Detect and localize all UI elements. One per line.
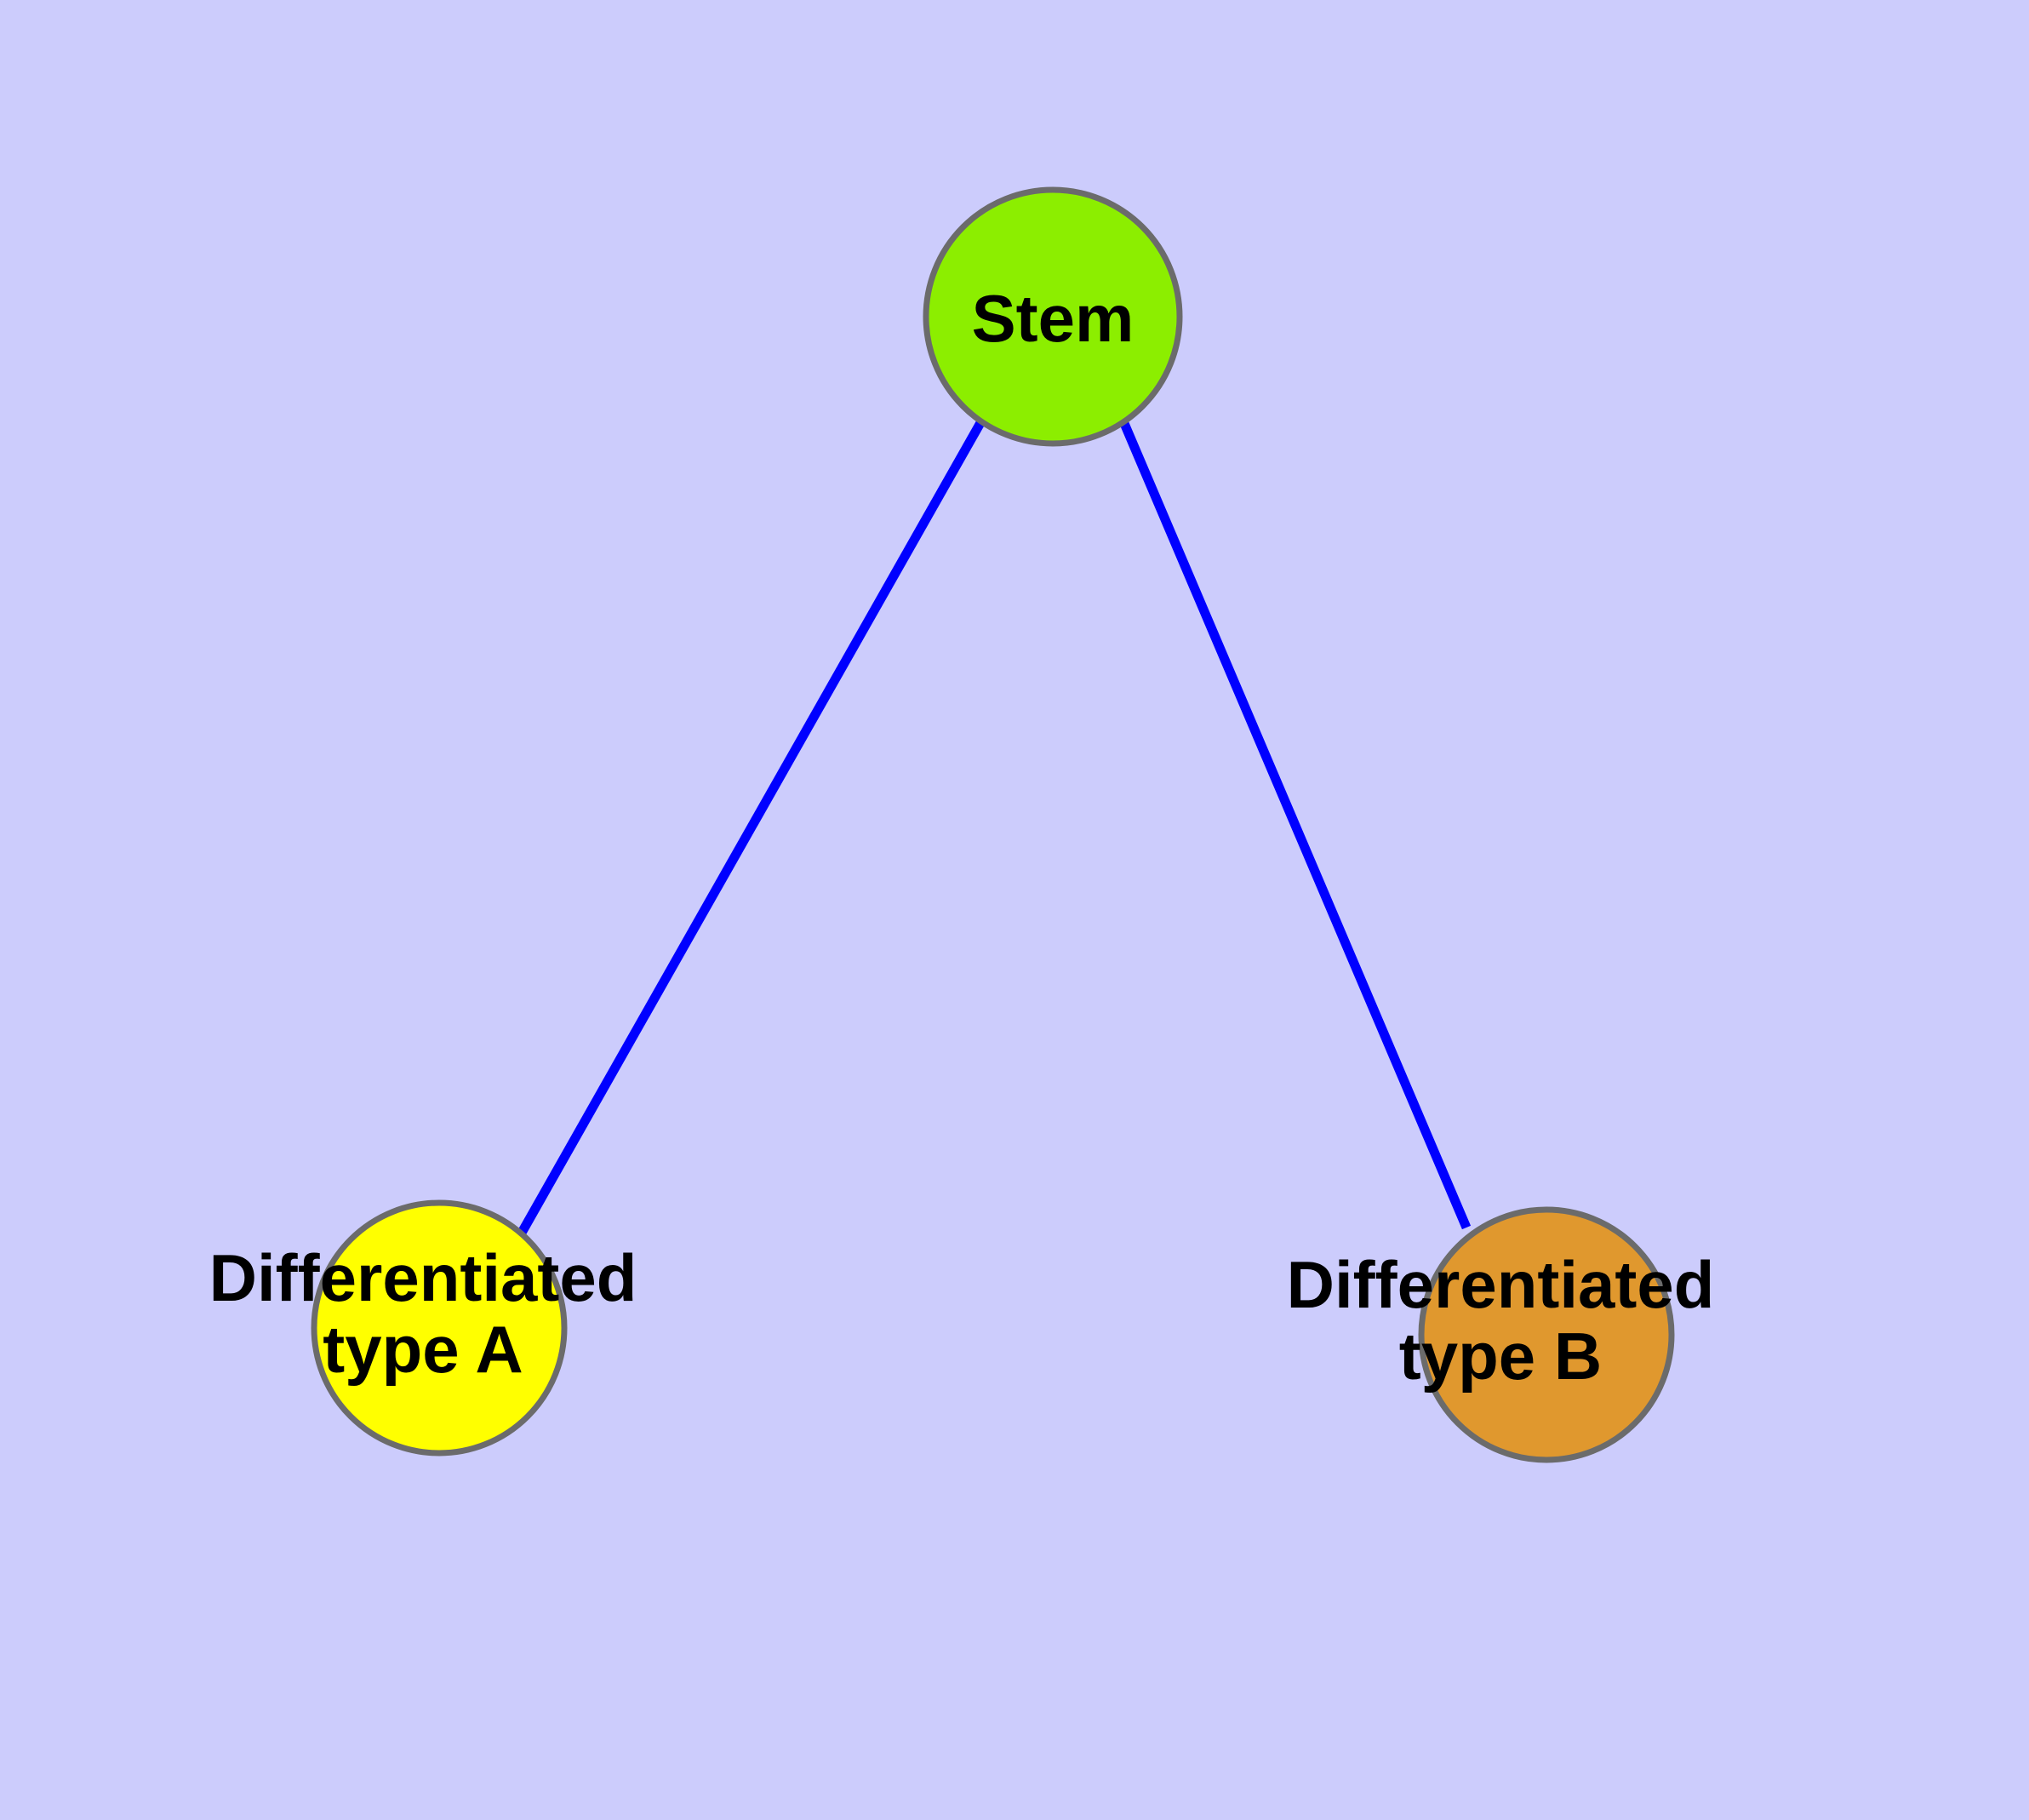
- graph-node-diff-b[interactable]: [1418, 1206, 1675, 1463]
- edge-layer: [517, 419, 1472, 1235]
- graph-node-diff-a[interactable]: [311, 1199, 568, 1457]
- node-layer: [311, 186, 1675, 1463]
- graph-edge[interactable]: [1118, 419, 1472, 1230]
- graph-node-stem[interactable]: [923, 186, 1183, 447]
- graph-edge[interactable]: [517, 419, 986, 1235]
